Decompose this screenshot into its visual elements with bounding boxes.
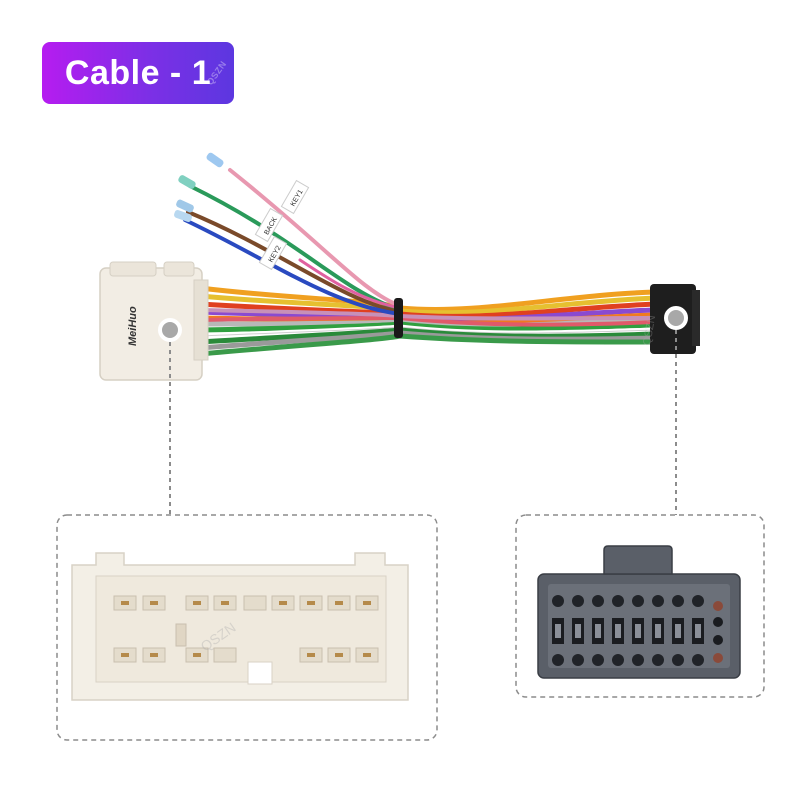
white-connector-pins-top bbox=[113, 595, 379, 611]
black-connector-face bbox=[537, 545, 741, 679]
white-connector-pins-bottom bbox=[113, 623, 379, 663]
wire-bundle bbox=[183, 168, 658, 357]
cable-title-badge: Cable - 1 QSZN bbox=[42, 42, 234, 104]
white-connector-face bbox=[71, 552, 409, 701]
watermark-right: QSZN bbox=[641, 314, 658, 346]
black-connector-contacts bbox=[552, 618, 704, 644]
black-connector bbox=[650, 284, 700, 354]
wire-end-caps bbox=[174, 152, 224, 222]
black-connector-holes-bottom bbox=[552, 654, 704, 666]
wire-tags: BACK KEY1 KEY2 bbox=[254, 179, 310, 271]
cable-tie bbox=[394, 298, 403, 338]
connector-brand-label: MeiHuo bbox=[127, 306, 139, 346]
black-connector-holes-top bbox=[552, 595, 704, 607]
black-connector-side-pins bbox=[713, 601, 723, 663]
black-connector-marker bbox=[664, 306, 688, 330]
white-connector: MeiHuo bbox=[99, 261, 209, 381]
white-connector-marker bbox=[158, 318, 182, 342]
cable-title: Cable - 1 bbox=[64, 53, 212, 92]
